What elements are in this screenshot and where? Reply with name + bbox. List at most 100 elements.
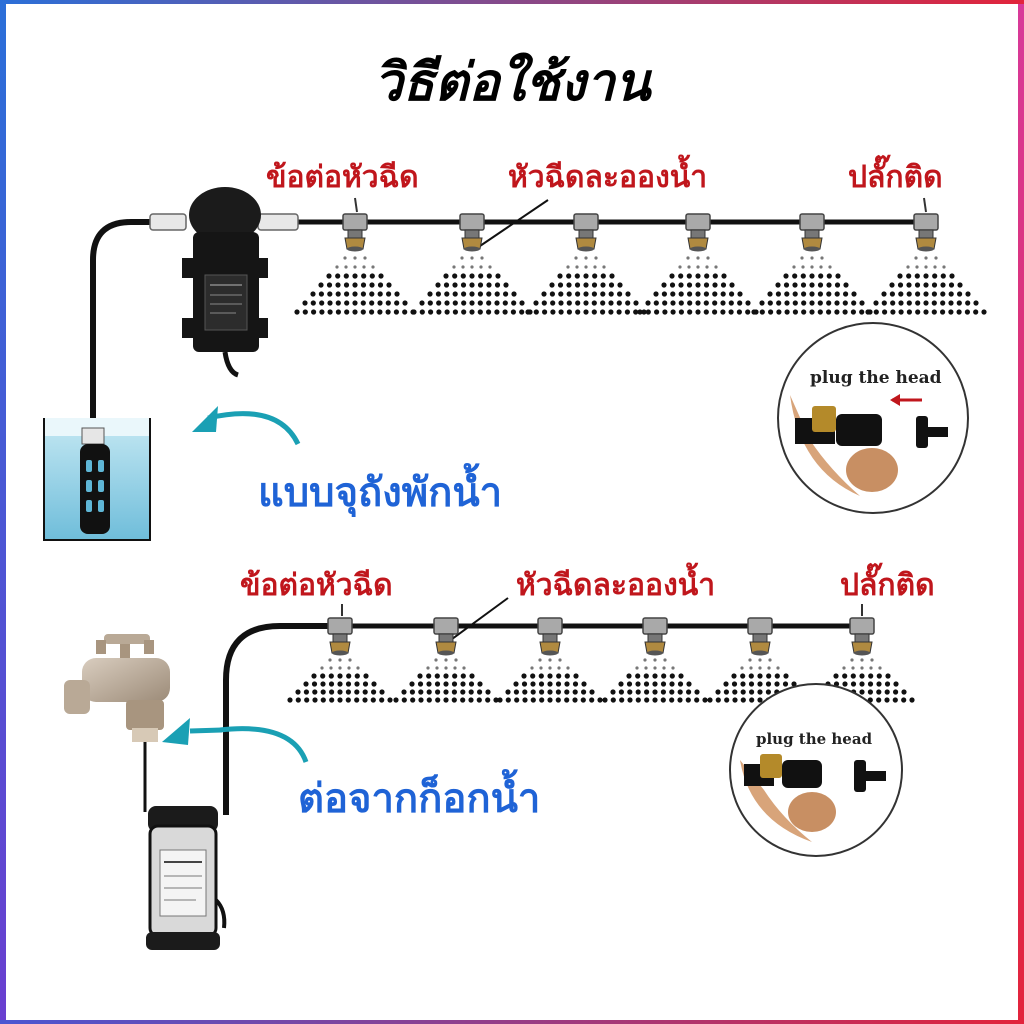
spray-dot — [617, 282, 623, 288]
spray-dot — [519, 309, 525, 315]
spray-dot — [653, 291, 659, 297]
spray-dot — [575, 265, 579, 269]
spray-dot — [749, 666, 753, 670]
spray-dot — [444, 300, 450, 306]
bottom-nozzle-pointer — [447, 597, 509, 643]
spray-dot — [338, 666, 342, 670]
spray-dot — [303, 681, 309, 687]
spray-dot — [859, 681, 865, 687]
spray-dot — [931, 300, 937, 306]
spray-dot — [443, 681, 449, 687]
spray-dot — [502, 300, 508, 306]
spray-dot — [695, 291, 701, 297]
spray-dot — [843, 282, 849, 288]
spray-dot — [643, 673, 649, 679]
spray-dot — [850, 673, 856, 679]
spray-dot — [695, 282, 701, 288]
spray-dot — [627, 689, 633, 695]
spray-dot — [973, 309, 979, 315]
spray-dot — [591, 282, 598, 288]
spray-dot — [670, 300, 676, 306]
spray-dot — [363, 256, 367, 260]
spray-dot — [957, 291, 963, 297]
spray-dot — [600, 309, 606, 315]
spray-dot — [558, 291, 564, 297]
spray-dot — [335, 291, 341, 297]
spray-dot — [768, 658, 772, 662]
spray-dot — [469, 282, 475, 288]
spray-dot — [850, 681, 857, 687]
spray-dot — [460, 282, 467, 288]
spray-dot — [460, 689, 466, 695]
spray-dot — [329, 697, 335, 703]
spray-dot — [329, 689, 335, 695]
spray-dot — [352, 309, 358, 315]
spray-dot — [732, 697, 738, 703]
spray-dot — [669, 273, 675, 279]
spray-dot — [371, 689, 377, 695]
top-source-arrowhead — [192, 406, 218, 432]
spray-dot — [574, 256, 578, 260]
spray-dot — [981, 309, 987, 315]
spray-dot — [530, 689, 536, 695]
spray-dot — [592, 273, 598, 279]
spray-dot — [670, 291, 676, 297]
spray-dot — [556, 673, 562, 679]
spray-dot — [842, 300, 848, 306]
spray-dot — [618, 689, 625, 695]
spray-dot — [362, 697, 368, 703]
spray-dot — [758, 666, 762, 670]
spray-dot — [867, 681, 874, 687]
spray-dot — [320, 666, 324, 670]
spray-dot — [906, 282, 912, 288]
spray-dot — [600, 273, 606, 279]
spray-dot — [671, 666, 675, 670]
spray-dot — [652, 681, 658, 687]
spray-dot — [768, 309, 774, 315]
spray-dot — [602, 697, 608, 703]
spray-dot — [302, 300, 308, 306]
spray-dot — [328, 681, 335, 687]
spray-dot — [826, 282, 832, 288]
spray-dot — [572, 689, 578, 695]
spray-dot — [842, 666, 846, 670]
spray-dot — [494, 309, 500, 315]
spray-dot — [884, 689, 890, 695]
spray-dot — [694, 689, 700, 695]
spray-dot — [533, 300, 539, 306]
spray-dot — [310, 300, 316, 306]
spray-dot — [435, 282, 441, 288]
spray-dot — [608, 300, 614, 306]
spray-dot — [834, 309, 840, 315]
spray-dot — [593, 265, 597, 269]
spray-dot — [377, 300, 383, 306]
spray-dot — [469, 300, 475, 306]
spray-dot — [600, 291, 606, 297]
bottom-system — [64, 597, 915, 950]
spray-dot — [931, 282, 938, 288]
spray-dot — [530, 673, 536, 679]
spray-dot — [776, 309, 782, 315]
spray-dot — [818, 273, 824, 279]
spray-dot — [851, 666, 855, 670]
spray-dot — [637, 309, 643, 315]
spray-dot — [748, 681, 755, 687]
frame-left-edge — [0, 0, 6, 1024]
spray-dot — [956, 309, 962, 315]
spray-dot — [819, 265, 823, 269]
spray-dot — [320, 689, 326, 695]
spray-dot — [759, 309, 765, 315]
spray-dot — [948, 300, 954, 306]
spray-dot — [940, 273, 946, 279]
spray-dot — [426, 681, 432, 687]
spray-dot — [522, 697, 528, 703]
spray-dot — [627, 697, 633, 703]
spray-dot — [584, 265, 588, 269]
spray-dot — [477, 309, 483, 315]
spray-dot — [609, 273, 615, 279]
spray-dot — [833, 673, 839, 679]
spray-dot — [677, 697, 683, 703]
spray-dot — [434, 658, 438, 662]
spray-dot — [410, 697, 416, 703]
spray-dot — [618, 681, 624, 687]
